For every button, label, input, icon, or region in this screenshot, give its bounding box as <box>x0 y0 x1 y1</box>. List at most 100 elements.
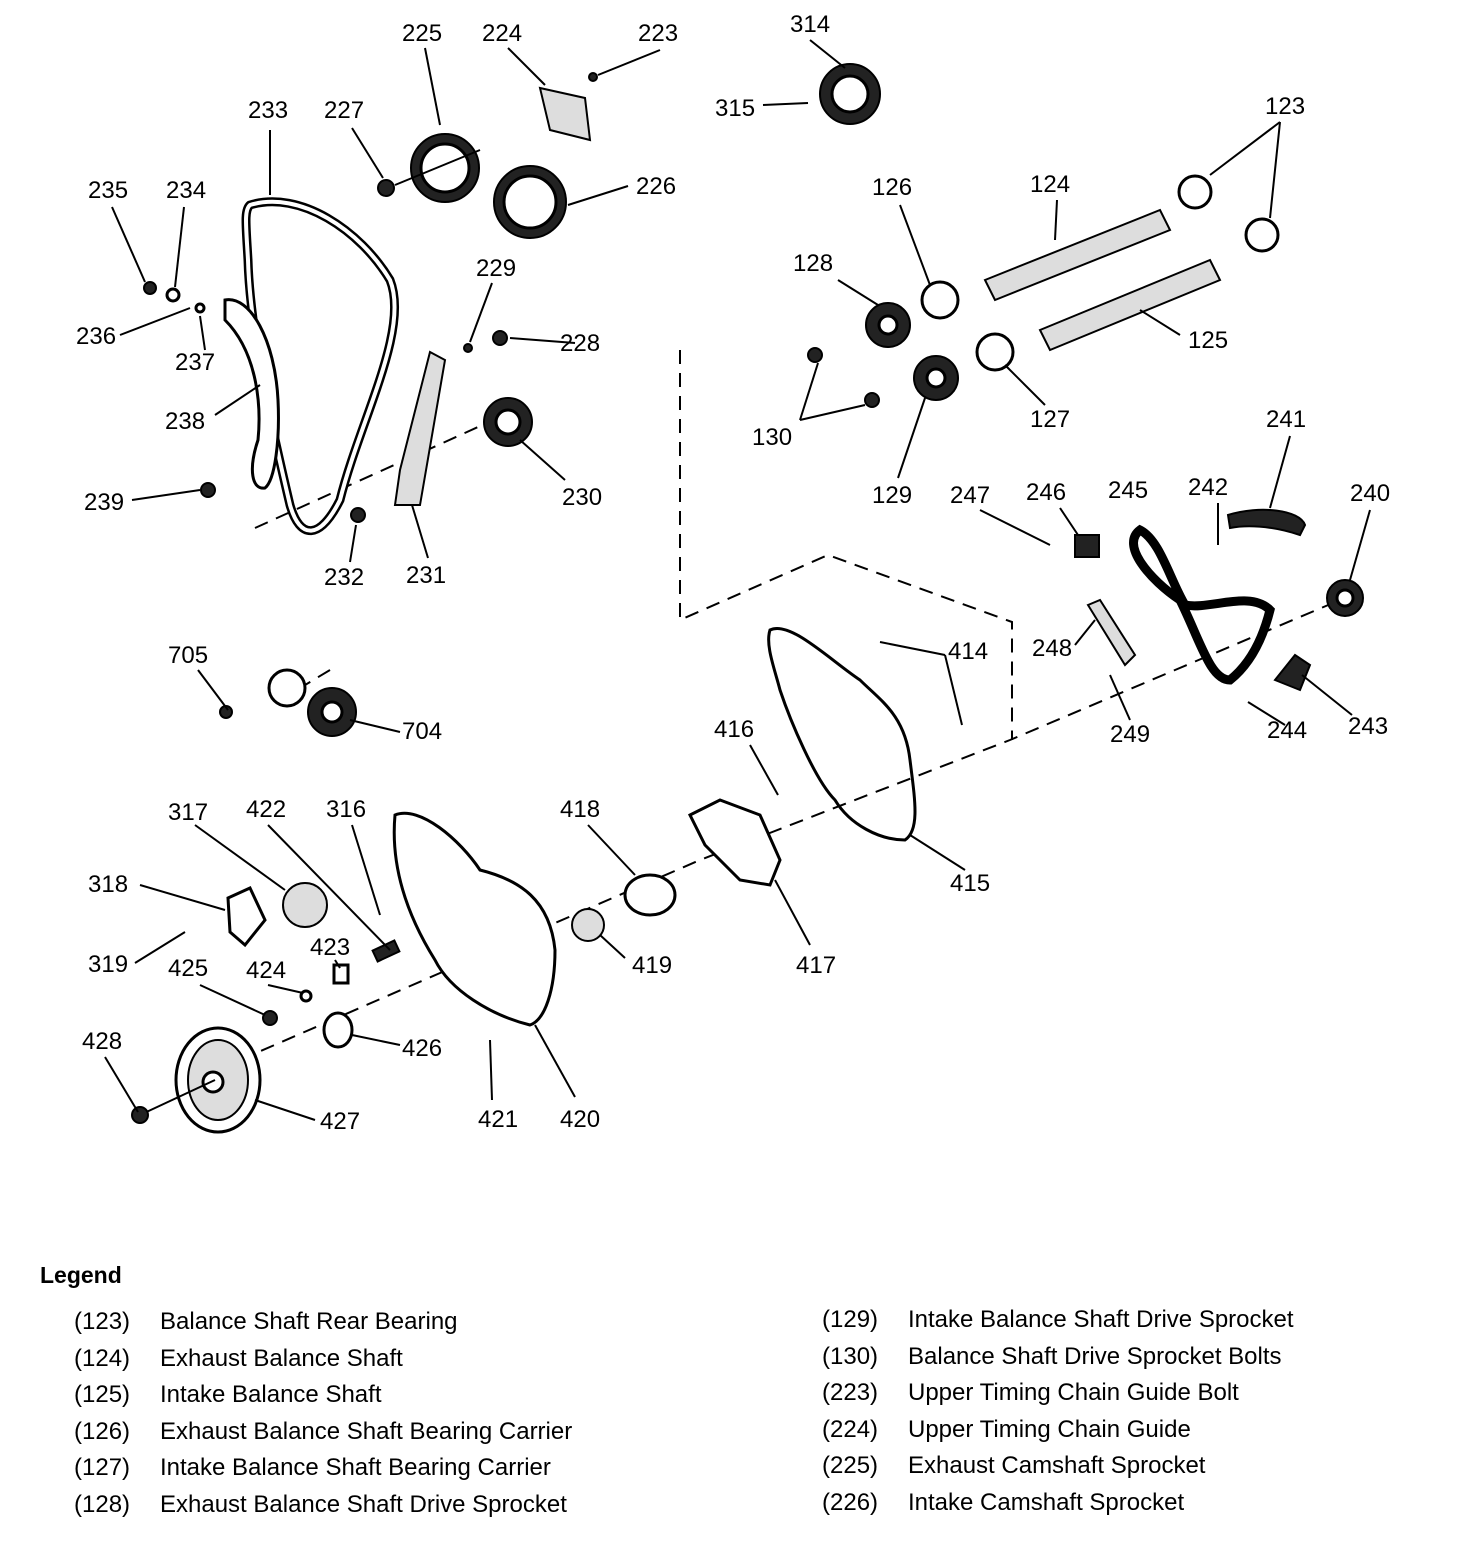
callout-129: 129 <box>872 482 912 509</box>
leader-lines <box>104 39 1371 1121</box>
legend-left-column: (123)Balance Shaft Rear Bearing (124) Exh… <box>74 1308 572 1528</box>
callout-319: 319 <box>88 951 128 978</box>
legend-item: (224) Upper Timing Chain Guide <box>822 1416 1294 1453</box>
callout-419: 419 <box>632 952 672 979</box>
legend-item: (123)Balance Shaft Rear Bearing <box>74 1308 572 1345</box>
legend-item-text: Balance Shaft Drive Sprocket Bolts <box>908 1342 1282 1370</box>
crankshaft-sprocket-230 <box>483 397 533 447</box>
legend-item-number: (124) <box>74 1344 131 1372</box>
chain-tensioner-shoe-238 <box>223 298 280 490</box>
legend-item-number: (225) <box>822 1452 879 1480</box>
legend-item: (226) Intake Camshaft Sprocket <box>822 1489 1294 1526</box>
callout-231: 231 <box>406 562 446 589</box>
callout-416: 416 <box>714 716 754 743</box>
callout-317: 317 <box>168 799 208 826</box>
callout-238: 238 <box>165 408 205 435</box>
plug-425 <box>262 1010 278 1026</box>
callout-labels: 123 124 125 126 127 128 129 130 223 224 … <box>76 11 1390 1135</box>
callout-236: 236 <box>76 323 116 350</box>
legend-title: Legend <box>40 1262 122 1288</box>
callout-124: 124 <box>1030 171 1070 198</box>
legend-item-number: (129) <box>822 1306 879 1333</box>
callout-229: 229 <box>476 255 516 282</box>
callout-427: 427 <box>320 1108 360 1135</box>
callout-128: 128 <box>793 250 833 277</box>
callout-422: 422 <box>246 796 286 823</box>
exhaust-camshaft-sprocket-225 <box>394 133 481 203</box>
upper-timing-chain-guide-224 <box>538 86 592 142</box>
legend-item-number: (128) <box>74 1490 131 1518</box>
exploded-parts-diagram: 123 124 125 126 127 128 129 130 223 224 … <box>76 11 1390 1135</box>
callout-223: 223 <box>638 20 678 47</box>
callout-127: 127 <box>1030 406 1070 433</box>
callout-420: 420 <box>560 1106 600 1133</box>
legend-item-text: Exhaust Balance Shaft Bearing Carrier <box>160 1417 573 1445</box>
callout-243: 243 <box>1348 713 1388 740</box>
callout-123: 123 <box>1265 93 1305 120</box>
callout-315: 315 <box>715 95 755 122</box>
legend-item-number: (126) <box>74 1417 131 1445</box>
bolt-223 <box>588 72 598 82</box>
balancer-bolt-428 <box>131 1106 149 1124</box>
callout-415: 415 <box>950 870 990 897</box>
plug-423 <box>332 963 350 985</box>
callout-227: 227 <box>324 97 364 124</box>
callout-417: 417 <box>796 952 836 979</box>
legend-item-text: Exhaust Balance Shaft <box>160 1344 403 1372</box>
callout-239: 239 <box>84 489 124 516</box>
legend-item-number: (223) <box>822 1379 879 1407</box>
legend-item-text: Balance Shaft Rear Bearing <box>160 1308 458 1335</box>
idler-pulley-704 <box>267 668 357 737</box>
callout-316: 316 <box>326 796 366 823</box>
water-outlet-cover-317 <box>282 882 328 928</box>
callout-232: 232 <box>324 564 364 591</box>
sprocket-314 <box>819 63 881 125</box>
legend-right-column: (129)Intake Balance Shaft Drive Sprocket… <box>822 1306 1294 1526</box>
oil-pump-gear-419 <box>571 908 605 942</box>
legend-item: (126) Exhaust Balance Shaft Bearing Carri… <box>74 1418 572 1455</box>
balance-shaft-chain-245 <box>1129 524 1275 685</box>
bolt-227 <box>377 179 395 197</box>
timing-chain-233 <box>241 197 400 536</box>
callout-233: 233 <box>248 97 288 124</box>
callout-228: 228 <box>560 330 600 357</box>
legend-item-number: (127) <box>74 1454 131 1482</box>
timing-cover-gasket-415 <box>767 626 917 842</box>
legend-item: (127) Intake Balance Shaft Bearing Carrie… <box>74 1454 572 1491</box>
o-ring-424 <box>299 989 313 1003</box>
callout-428: 428 <box>82 1028 122 1055</box>
legend-item-number: (226) <box>822 1488 879 1516</box>
legend-item-text: Upper Timing Chain Guide Bolt <box>908 1379 1239 1407</box>
callout-240: 240 <box>1350 480 1390 507</box>
front-cover-420 <box>392 811 557 1027</box>
oil-pump-housing-417 <box>687 798 782 887</box>
callout-421: 421 <box>478 1106 518 1133</box>
legend-item-text: Intake Camshaft Sprocket <box>908 1488 1185 1516</box>
tensioner-243 <box>1273 653 1312 692</box>
callout-248: 248 <box>1032 635 1072 662</box>
chain-guide-241 <box>1226 508 1307 537</box>
callout-241: 241 <box>1266 406 1306 433</box>
legend-item-number: (224) <box>822 1415 879 1443</box>
callout-230: 230 <box>562 484 602 511</box>
legend-item: (130)Balance Shaft Drive Sprocket Bolts <box>822 1343 1294 1380</box>
legend-item: (225)Exhaust Camshaft Sprocket <box>822 1452 1294 1489</box>
callout-126: 126 <box>872 174 912 201</box>
legend-item-text: Intake Balance Shaft <box>160 1381 382 1409</box>
legend-item-text: Intake Balance Shaft Bearing Carrier <box>160 1454 551 1482</box>
callout-125: 125 <box>1188 327 1228 354</box>
callout-246: 246 <box>1026 479 1066 506</box>
legend-item-text: Upper Timing Chain Guide <box>908 1415 1191 1443</box>
callout-314: 314 <box>790 11 830 38</box>
callout-249: 249 <box>1110 721 1150 748</box>
callout-418: 418 <box>560 796 600 823</box>
intake-camshaft-sprocket-226 <box>493 165 567 239</box>
legend-item: (223) Upper Timing Chain Guide Bolt <box>822 1379 1294 1416</box>
callout-130: 130 <box>752 424 792 451</box>
timing-chain-guide-231 <box>393 350 447 506</box>
callout-318: 318 <box>88 871 128 898</box>
chain-guide-248 <box>1086 598 1137 667</box>
callout-235: 235 <box>88 177 128 204</box>
callout-705: 705 <box>168 642 208 669</box>
callout-237: 237 <box>175 349 215 376</box>
